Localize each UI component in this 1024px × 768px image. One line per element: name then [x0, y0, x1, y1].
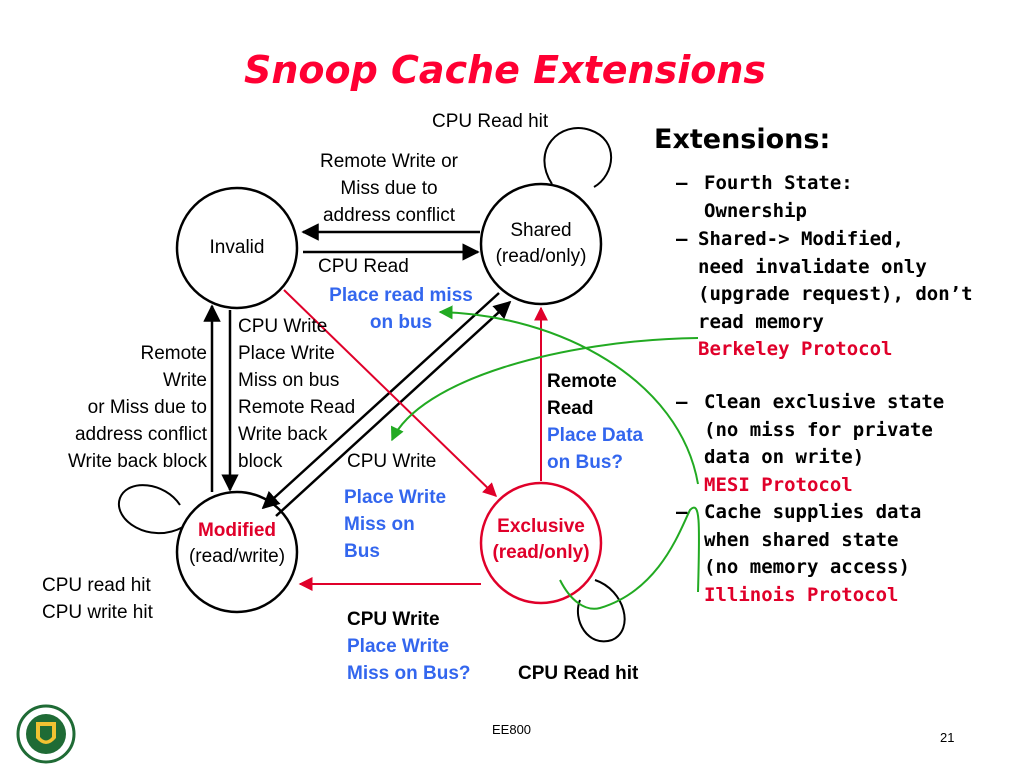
- exclusive-to-modified-event: CPU Write: [347, 609, 440, 630]
- exclusive-to-shared-event: Remote Read: [547, 368, 617, 422]
- shared-loop-label: CPU Read hit: [432, 111, 549, 132]
- shared-to-invalid-line-2: Miss due to: [340, 178, 438, 199]
- extension-line: Clean exclusive state: [704, 391, 945, 413]
- modified-loop-line-1: CPU read hit: [42, 575, 151, 596]
- invalid-to-exclusive-action-line-1: Place Write: [344, 487, 447, 508]
- arrow-invalid-to-exclusive: [283, 289, 498, 497]
- invalid-to-modified-line-4: Remote Read: [238, 397, 356, 418]
- extension-line: need invalidate only: [698, 255, 927, 278]
- green-arrow-illinois: [559, 506, 701, 610]
- modified-state-sub: (read/write): [188, 546, 286, 567]
- illinois-protocol-label: Illinois Protocol: [704, 583, 899, 606]
- arrow-shared-to-modified: [261, 292, 500, 510]
- extension-text: Shared-> Modified, need invalidate only …: [698, 226, 973, 364]
- modified-state-name: Modified: [197, 520, 277, 541]
- shared-state-name: Shared: [510, 220, 572, 241]
- extension-item-illinois: – Cache supplies data when shared state …: [676, 499, 921, 606]
- green-arrow-berkeley: [391, 337, 699, 442]
- exclusive-to-shared-event-line-1: Remote: [547, 371, 617, 392]
- extension-line: (no memory access): [704, 556, 910, 578]
- exclusive-state-sub: (read/only): [492, 542, 590, 563]
- modified-to-invalid-line-5: Write back block: [67, 451, 207, 472]
- invalid-to-exclusive-action: Place Write Miss on Bus: [344, 484, 446, 565]
- invalid-state-label: Invalid: [209, 237, 265, 258]
- invalid-to-modified-line-3: Miss on bus: [238, 370, 340, 391]
- invalid-to-exclusive-event: CPU Write: [347, 451, 437, 472]
- exclusive-loop-label: CPU Read hit: [518, 663, 639, 684]
- invalid-to-exclusive-action-line-3: Bus: [344, 541, 380, 562]
- extension-dash: –: [676, 501, 688, 523]
- exclusive-to-shared-action-line-1: Place Data: [547, 425, 644, 446]
- extension-line: Fourth State:: [704, 172, 853, 194]
- shared-to-invalid-line-3: address conflict: [322, 205, 455, 226]
- extension-text: Fourth State: Ownership: [704, 170, 853, 225]
- exclusive-to-shared-action-line-2: on Bus?: [547, 452, 623, 473]
- shared-to-invalid-label: Remote Write or Miss due to address conf…: [296, 148, 482, 229]
- extension-line: when shared state: [704, 528, 899, 551]
- modified-to-invalid-line-1: Remote: [140, 343, 207, 364]
- slide-title: Snoop Cache Extensions: [243, 48, 767, 92]
- modified-to-invalid-line-2: Write: [163, 370, 207, 391]
- extension-text: Clean exclusive state (no miss for priva…: [704, 389, 944, 499]
- invalid-to-modified-line-1: CPU Write: [238, 316, 328, 337]
- exclusive-state-label: Exclusive (read/only): [481, 514, 601, 566]
- extension-dash: –: [676, 228, 688, 250]
- extensions-heading: Extensions:: [654, 124, 831, 155]
- modified-loop-label: CPU read hit CPU write hit: [42, 572, 153, 626]
- shared-to-invalid-line-1: Remote Write or: [320, 151, 458, 172]
- extension-dash: –: [676, 391, 688, 413]
- exclusive-to-shared-event-line-2: Read: [547, 398, 594, 419]
- arrow-modified-to-shared: [275, 300, 512, 517]
- modified-to-invalid-label: Remote Write or Miss due to address conf…: [20, 340, 207, 475]
- invalid-to-modified-line-5: Write back: [238, 424, 328, 445]
- invalid-to-shared-action-line-2: on bus: [369, 312, 433, 333]
- invalid-to-exclusive-action-line-2: Miss on: [344, 514, 415, 535]
- invalid-to-modified-label: CPU Write Place Write Miss on bus Remote…: [238, 313, 355, 475]
- footer-course: EE800: [492, 722, 532, 737]
- exclusive-state-circle: [479, 481, 603, 605]
- extension-item-berkeley: – Shared-> Modified, need invalidate onl…: [676, 226, 973, 360]
- shared-state-circle: [479, 182, 603, 306]
- extension-line: read memory: [698, 310, 824, 333]
- exclusive-to-shared-action: Place Data on Bus?: [547, 422, 643, 476]
- university-crest-logo: [16, 704, 76, 764]
- extension-line: Shared-> Modified,: [698, 228, 904, 250]
- modified-state-circle: [175, 490, 299, 614]
- extension-line: (no miss for private: [704, 418, 933, 441]
- invalid-to-shared-action: Place read miss on bus: [312, 282, 490, 336]
- shared-self-loop: [543, 127, 613, 188]
- extension-item-ownership: – Fourth State: Ownership: [676, 170, 853, 222]
- invalid-to-shared-event: CPU Read: [318, 256, 409, 277]
- invalid-to-modified-line-6: block: [238, 451, 283, 472]
- extension-text: Cache supplies data when shared state (n…: [704, 499, 921, 609]
- shared-state-label: Shared (read/only): [481, 218, 601, 270]
- exclusive-state-name: Exclusive: [497, 516, 585, 537]
- modified-to-invalid-line-3: or Miss due to: [87, 397, 207, 418]
- shared-state-sub: (read/only): [495, 246, 587, 267]
- extension-line: Ownership: [704, 199, 807, 222]
- modified-to-invalid-line-4: address conflict: [74, 424, 207, 445]
- footer-page-number: 21: [940, 730, 955, 745]
- modified-loop-line-2: CPU write hit: [42, 602, 153, 623]
- invalid-state-circle: [175, 186, 299, 310]
- extension-line: data on write): [704, 446, 865, 468]
- modified-self-loop: [117, 484, 184, 535]
- exclusive-to-modified-action-line-1: Place Write: [347, 636, 450, 657]
- exclusive-to-modified-action-line-2: Miss on Bus?: [347, 663, 471, 684]
- exclusive-self-loop: [577, 579, 626, 643]
- exclusive-to-modified-action: Place Write Miss on Bus?: [347, 633, 471, 687]
- green-arrow-mesi: [438, 305, 699, 485]
- invalid-to-shared-action-line-1: Place read miss: [329, 285, 473, 306]
- invalid-to-modified-line-2: Place Write: [238, 343, 335, 364]
- extension-dash: –: [676, 172, 688, 194]
- extension-line: (upgrade request), don’t: [698, 283, 973, 305]
- berkeley-protocol-label: Berkeley Protocol: [698, 338, 893, 360]
- extension-line: Cache supplies data: [704, 501, 922, 523]
- modified-state-label: Modified (read/write): [177, 518, 297, 570]
- extension-item-mesi: – Clean exclusive state (no miss for pri…: [676, 389, 944, 496]
- mesi-protocol-label: MESI Protocol: [704, 473, 853, 496]
